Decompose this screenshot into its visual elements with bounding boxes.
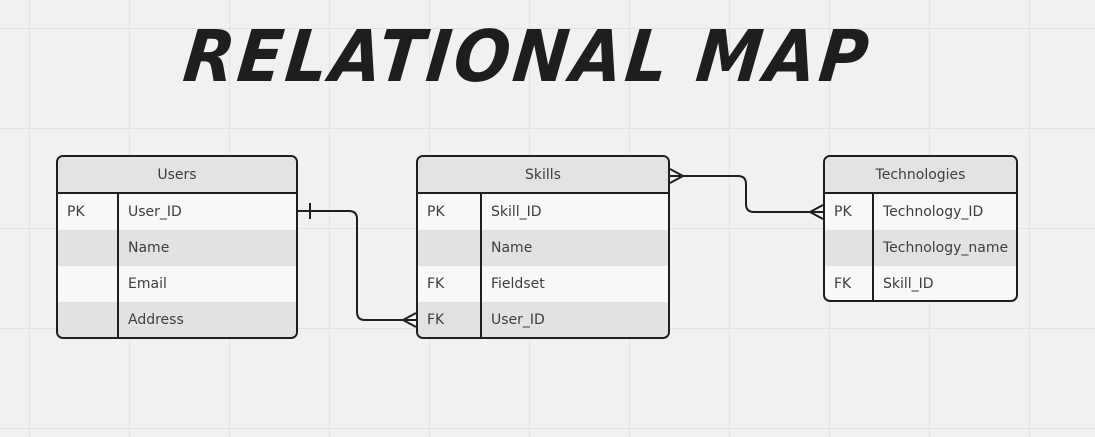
key-cell	[418, 230, 482, 266]
field-cell: User_ID	[128, 204, 182, 220]
key-cell	[58, 266, 119, 302]
field-cell: Technology_ID	[883, 204, 984, 220]
entity-row[interactable]: FK User_ID	[418, 302, 668, 337]
key-cell: FK	[418, 266, 482, 302]
entity-row[interactable]: Name	[418, 230, 668, 266]
field-cell: Skill_ID	[883, 276, 934, 292]
key-cell: FK	[825, 266, 874, 300]
entity-users[interactable]: Users PK User_ID Name Email Address	[56, 155, 298, 339]
key-cell	[825, 230, 874, 266]
entity-row[interactable]: PK User_ID	[58, 194, 296, 230]
entity-row[interactable]: PK Skill_ID	[418, 194, 668, 230]
field-cell: Skill_ID	[491, 204, 542, 220]
connector-skills-technologies[interactable]	[670, 175, 823, 213]
field-cell: Fieldset	[491, 276, 545, 292]
entity-row[interactable]: Name	[58, 230, 296, 266]
key-cell	[58, 302, 119, 337]
entity-skills-header: Skills	[418, 157, 668, 194]
crows-foot-marker	[669, 168, 684, 184]
key-cell: PK	[825, 194, 874, 230]
field-cell: User_ID	[491, 312, 545, 328]
field-cell: Name	[128, 240, 170, 256]
field-cell: Address	[128, 312, 184, 328]
field-cell: Name	[491, 240, 533, 256]
entity-row[interactable]: Address	[58, 302, 296, 337]
entity-row[interactable]: Technology_name	[825, 230, 1016, 266]
key-cell: PK	[418, 194, 482, 230]
entity-row[interactable]: Email	[58, 266, 296, 302]
entity-technologies-header: Technologies	[825, 157, 1016, 194]
key-cell: FK	[418, 302, 482, 337]
entity-row[interactable]: FK Fieldset	[418, 266, 668, 302]
key-cell	[58, 230, 119, 266]
field-cell: Email	[128, 276, 167, 292]
crows-foot-marker	[809, 204, 824, 220]
key-cell: PK	[58, 194, 119, 230]
crows-foot-marker	[402, 312, 417, 328]
field-cell: Technology_name	[883, 240, 1009, 256]
entity-row[interactable]: PK Technology_ID	[825, 194, 1016, 230]
entity-skills[interactable]: Skills PK Skill_ID Name FK Fieldset FK U…	[416, 155, 670, 339]
entity-row[interactable]: FK Skill_ID	[825, 266, 1016, 300]
connector-users-skills[interactable]	[298, 210, 416, 321]
entity-users-header: Users	[58, 157, 296, 194]
entity-technologies[interactable]: Technologies PK Technology_ID Technology…	[823, 155, 1018, 302]
